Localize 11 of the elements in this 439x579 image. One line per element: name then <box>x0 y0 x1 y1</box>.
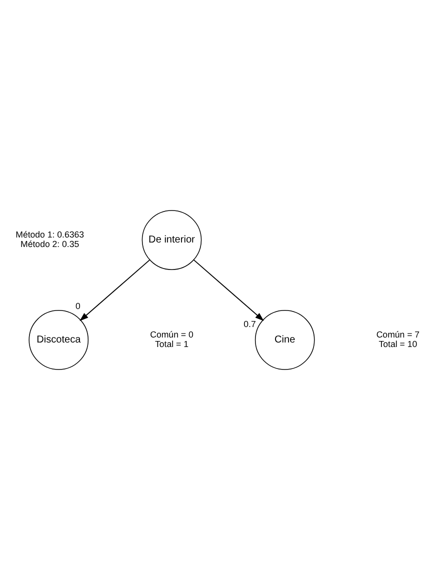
arrow <box>80 258 150 321</box>
node-label: Común = 0 <box>150 329 194 340</box>
edge-label: 0.7 <box>244 318 256 328</box>
node-label: Método 1: 0.6363 <box>16 229 84 240</box>
node-label: Total = 10 <box>378 338 418 348</box>
node-label: Común = 7 <box>376 329 420 340</box>
node-label: Total = 1 <box>155 338 188 348</box>
arrow <box>193 258 264 321</box>
edge-label: 0 <box>76 300 80 310</box>
node-circle: De interior <box>142 210 202 270</box>
node-label: Método 2: 0.35 <box>20 238 80 249</box>
